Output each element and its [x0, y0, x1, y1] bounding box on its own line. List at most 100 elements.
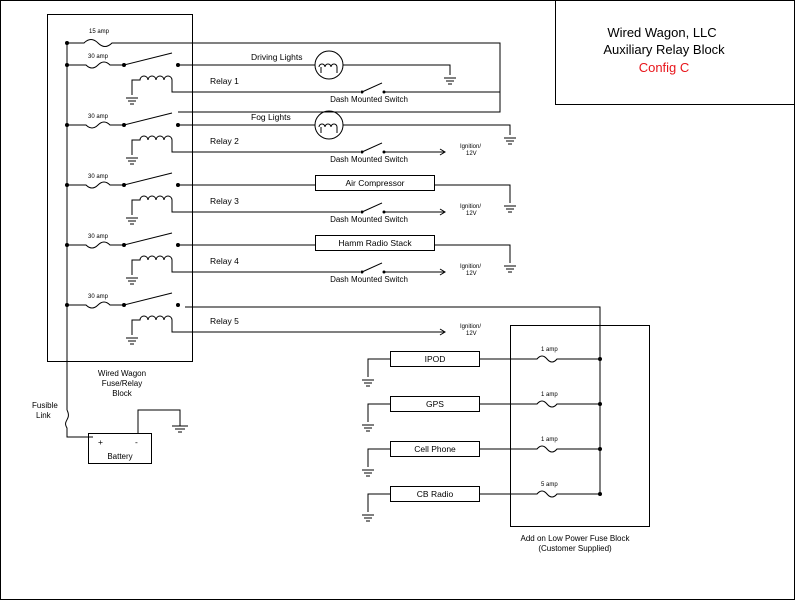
load-label: Hamm Radio Stack	[338, 238, 412, 248]
relay-coil	[131, 195, 185, 215]
block-label-2: Fuse/Relay	[102, 379, 142, 388]
fusible-link-label-2: Link	[36, 411, 52, 420]
load-box	[315, 175, 435, 191]
ignition-label: Ignition/	[460, 264, 481, 270]
relay-coil	[131, 135, 185, 155]
title-block: Wired Wagon, LLC Auxiliary Relay Block C…	[555, 0, 795, 105]
relay-fuse-label: 30 amp	[88, 234, 109, 240]
relay-label: Relay 2	[210, 136, 239, 146]
switch-label: Dash Mounted Switch	[330, 275, 408, 284]
load-label: Air Compressor	[345, 178, 404, 188]
relay-contact	[123, 292, 173, 306]
device-box	[390, 351, 480, 367]
ignition-voltage: 12V	[466, 331, 477, 337]
dash-switch-icon	[361, 262, 383, 273]
ground-symbol	[444, 77, 456, 85]
battery	[88, 433, 152, 464]
ground-symbol	[126, 157, 138, 165]
device-fuse	[480, 445, 600, 453]
relay-label: Relay 3	[210, 196, 239, 206]
dash-switch-icon	[361, 202, 383, 213]
ground-symbol	[362, 469, 374, 477]
relay-coil	[131, 255, 185, 275]
title-company: Wired Wagon, LLC	[607, 25, 716, 40]
relay-contact	[123, 52, 173, 66]
battery-circuit: Fusible Link + - Battery	[32, 401, 188, 464]
ground-symbol	[362, 514, 374, 522]
device-label: Cell Phone	[414, 444, 456, 454]
device-fuse-label: 1 amp	[541, 437, 558, 443]
relay-coil	[131, 315, 185, 335]
dash-switch-icon	[361, 82, 383, 93]
relay-fuse	[67, 241, 124, 249]
ground-symbol	[126, 217, 138, 225]
low-power-block-label: Add on Low Power Fuse Block	[521, 534, 631, 543]
fusible-link	[65, 409, 93, 438]
title-subject: Auxiliary Relay Block	[603, 42, 725, 57]
device-row: Cell Phone 1 amp	[362, 437, 602, 477]
relay-label: Relay 1	[210, 76, 239, 86]
relay-fuse-label: 30 amp	[88, 114, 109, 120]
ground-symbol	[362, 379, 374, 387]
ignition-voltage: 12V	[466, 211, 477, 217]
title-config: Config C	[639, 60, 690, 75]
switch-label: Dash Mounted Switch	[330, 155, 408, 164]
device-row: IPOD 1 amp	[362, 347, 602, 387]
relay-fuse	[67, 121, 124, 129]
ground-symbol	[504, 265, 516, 273]
ground-symbol	[504, 137, 516, 145]
ignition-label: Ignition/	[460, 324, 481, 330]
fusible-link-label-1: Fusible	[32, 401, 58, 410]
device-fuse	[480, 400, 600, 408]
switch-label: Dash Mounted Switch	[330, 215, 408, 224]
relay-fuse-label: 30 amp	[88, 54, 109, 60]
switch-label: Dash Mounted Switch	[330, 95, 408, 104]
relay-fuse	[67, 181, 124, 189]
device-box	[390, 441, 480, 457]
battery-label: Battery	[107, 452, 132, 461]
relay-fuse-label: 30 amp	[88, 174, 109, 180]
fuse-15amp-label: 15 amp	[89, 29, 110, 35]
ground-symbol	[362, 424, 374, 432]
relay-label: Relay 5	[210, 316, 239, 326]
device-box	[390, 486, 480, 502]
ground-symbol	[126, 277, 138, 285]
relay-fuse	[67, 301, 124, 309]
device-fuse-label: 1 amp	[541, 347, 558, 353]
device-fuse	[480, 355, 600, 363]
load-box	[315, 235, 435, 251]
load-label: Driving Lights	[251, 52, 303, 62]
relay-label: Relay 4	[210, 256, 239, 266]
device-label: IPOD	[425, 354, 446, 364]
relay5-output-feed	[185, 306, 601, 493]
device-fuse	[480, 490, 600, 498]
load-label: Fog Lights	[251, 112, 291, 122]
relay-fuse	[67, 61, 124, 69]
block-label-1: Wired Wagon	[98, 369, 146, 378]
fuse-relay-block: Wired Wagon Fuse/Relay Block	[47, 14, 193, 398]
ignition-voltage: 12V	[466, 151, 477, 157]
relay-fuse-label: 30 amp	[88, 294, 109, 300]
battery-minus: -	[135, 437, 138, 447]
device-fuse-label: 1 amp	[541, 392, 558, 398]
relay-contact	[123, 112, 173, 126]
relay-contact	[123, 232, 173, 246]
relay-contact	[123, 172, 173, 186]
ground-symbol	[126, 337, 138, 345]
ignition-label: Ignition/	[460, 144, 481, 150]
block-label-3: Block	[112, 389, 133, 398]
ignition-voltage: 12V	[466, 271, 477, 277]
ground-symbol	[126, 97, 138, 105]
fuse-15amp-circuit: 15 amp	[65, 29, 501, 113]
ground-symbol	[504, 205, 516, 213]
